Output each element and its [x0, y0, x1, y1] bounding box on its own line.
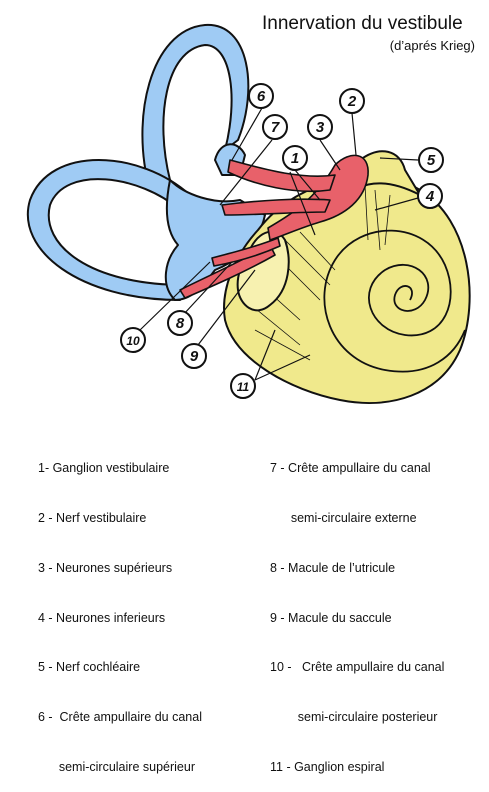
callout-10: 10 — [126, 334, 140, 348]
legend-item: 6 - Crête ampullaire du canal — [38, 710, 202, 725]
callouts — [120, 83, 444, 399]
leader-11b — [254, 329, 276, 381]
callout-11-circle — [230, 373, 256, 399]
callout-6-circle — [248, 83, 274, 109]
legend-item: 11 - Ganglion espiral — [270, 759, 385, 774]
callout-2: 2 — [347, 93, 357, 110]
legend-item: semi-circulaire externe — [270, 510, 417, 525]
leader-3 — [319, 139, 341, 171]
callout-6: 6 — [257, 88, 266, 105]
callout-8-circle — [167, 310, 193, 336]
callout-3: 3 — [316, 119, 325, 136]
leader-4 — [374, 197, 419, 211]
leader-9 — [197, 269, 256, 346]
legend-item: semi-circulaire supérieur — [38, 759, 195, 774]
ampullary-crest-posterior-nerve — [211, 237, 281, 267]
legend-left: 1- Ganglion vestibulaire 2 - Nerf vestib… — [38, 427, 202, 792]
superior-neurons — [227, 159, 336, 193]
diagram-subtitle: (d’aprés Krieg) — [389, 38, 475, 53]
leader-1 — [294, 169, 321, 201]
leader-8 — [182, 261, 233, 316]
callout-5-circle — [418, 147, 444, 173]
callout-4: 4 — [425, 188, 435, 205]
legend-right: 7 - Crête ampullaire du canal semi-circu… — [270, 427, 444, 792]
leader-2 — [351, 112, 357, 156]
diagram-title: Innervation du vestibule — [262, 13, 463, 34]
leader-lines — [139, 107, 419, 381]
callout-5: 5 — [427, 152, 436, 169]
callout-4-circle — [417, 183, 443, 209]
callout-10-circle — [120, 327, 146, 353]
callout-3-circle — [307, 114, 333, 140]
legend-item: 3 - Neurones supérieurs — [38, 560, 173, 575]
leader-10 — [139, 261, 211, 331]
legend-item: 9 - Macule du saccule — [270, 610, 392, 625]
callout-2-circle — [339, 88, 365, 114]
callout-11: 11 — [237, 380, 250, 394]
legend-item: 4 - Neurones inferieurs — [38, 610, 166, 625]
leader-5 — [379, 157, 419, 161]
legend-item: semi-circulaire posterieur — [270, 710, 438, 725]
leader-11a — [254, 354, 311, 381]
superior-canal — [141, 23, 250, 191]
callout-numbers: 1 2 3 4 5 6 7 8 9 10 11 — [126, 88, 436, 394]
callout-7-circle — [262, 114, 288, 140]
callout-1: 1 — [291, 150, 299, 167]
callout-8: 8 — [176, 315, 185, 332]
legend-item: 1- Ganglion vestibulaire — [38, 461, 170, 476]
vestibule-diagram: 1 2 3 4 5 6 7 8 9 10 11 — [27, 23, 471, 404]
legend-item: 10 - Crête ampullaire du canal — [270, 660, 445, 675]
callout-9-circle — [181, 343, 207, 369]
leader-7 — [219, 139, 273, 206]
cochlea-spiral — [323, 229, 466, 373]
legend-item: 2 - Nerf vestibulaire — [38, 510, 147, 525]
leader-1b — [289, 171, 316, 236]
legend-item: 7 - Crête ampullaire du canal — [270, 461, 431, 476]
callout-9: 9 — [190, 348, 199, 365]
legend-item: 5 - Nerf cochléaire — [38, 660, 141, 675]
callout-1-circle — [282, 145, 308, 171]
legend-item: 8 - Macule de l’utricule — [270, 560, 396, 575]
leader-6 — [231, 107, 263, 161]
callout-7: 7 — [271, 119, 280, 136]
vestibular-nerve — [179, 154, 369, 299]
